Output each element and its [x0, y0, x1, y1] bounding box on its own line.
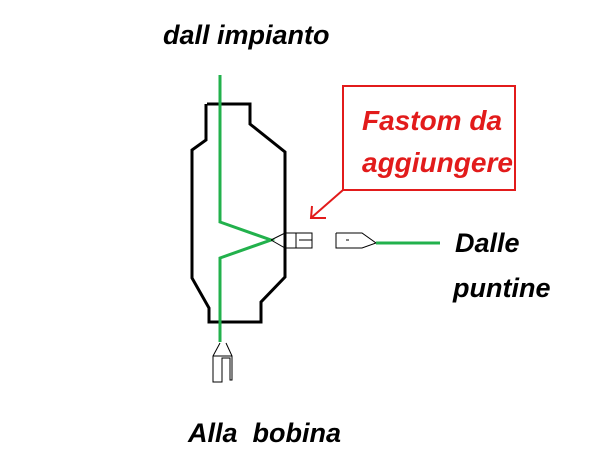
- label-from-system: dall impianto: [163, 20, 330, 50]
- callout-text-2: aggiungere: [362, 147, 513, 178]
- callout-text-1: Fastom da: [362, 105, 502, 136]
- callout-arrow: [310, 189, 344, 219]
- callout-box: [342, 85, 516, 191]
- female-connector: [270, 232, 313, 249]
- internal-wire: [218, 75, 276, 342]
- label-from-points-1: Dalle: [455, 228, 520, 258]
- label-to-coil: Alla bobina: [187, 418, 341, 448]
- label-from-points-2: puntine: [452, 273, 550, 303]
- component-body: [190, 102, 287, 324]
- male-connector: [335, 232, 378, 249]
- arrow-head-icon: [309, 205, 326, 219]
- coil-connector: [212, 342, 233, 383]
